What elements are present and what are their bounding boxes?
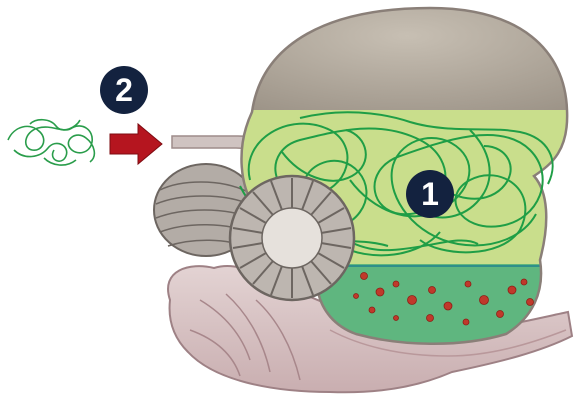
right-arrow-icon	[110, 124, 162, 164]
tangled-fiber-icon	[8, 120, 94, 165]
marker-1-badge: 1	[406, 170, 454, 218]
striped-wheel	[230, 176, 354, 300]
marker-2-badge: 2	[100, 66, 148, 114]
